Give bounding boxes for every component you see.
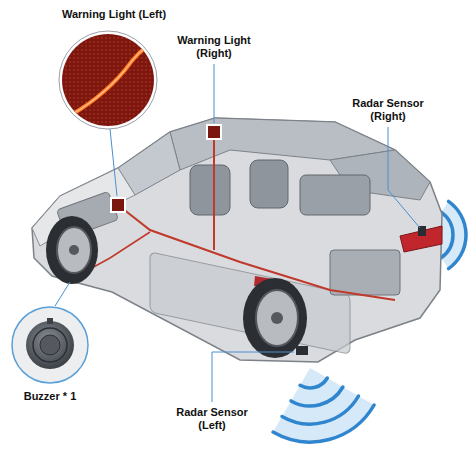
part-label: Buzzer * 1: [6, 390, 94, 403]
warning-light: [111, 125, 221, 212]
buzzer-inset: [12, 307, 88, 383]
part-label: Warning Light (Right): [174, 34, 254, 60]
leader-line: [55, 64, 420, 402]
part-label: Warning Light (Left): [62, 8, 202, 21]
part-label: Radar Sensor (Left): [170, 406, 254, 432]
car-body: [32, 118, 442, 362]
radar-wave: [273, 368, 374, 442]
part-label: Radar Sensor (Right): [346, 97, 430, 123]
warning-light-inset: [59, 31, 158, 129]
